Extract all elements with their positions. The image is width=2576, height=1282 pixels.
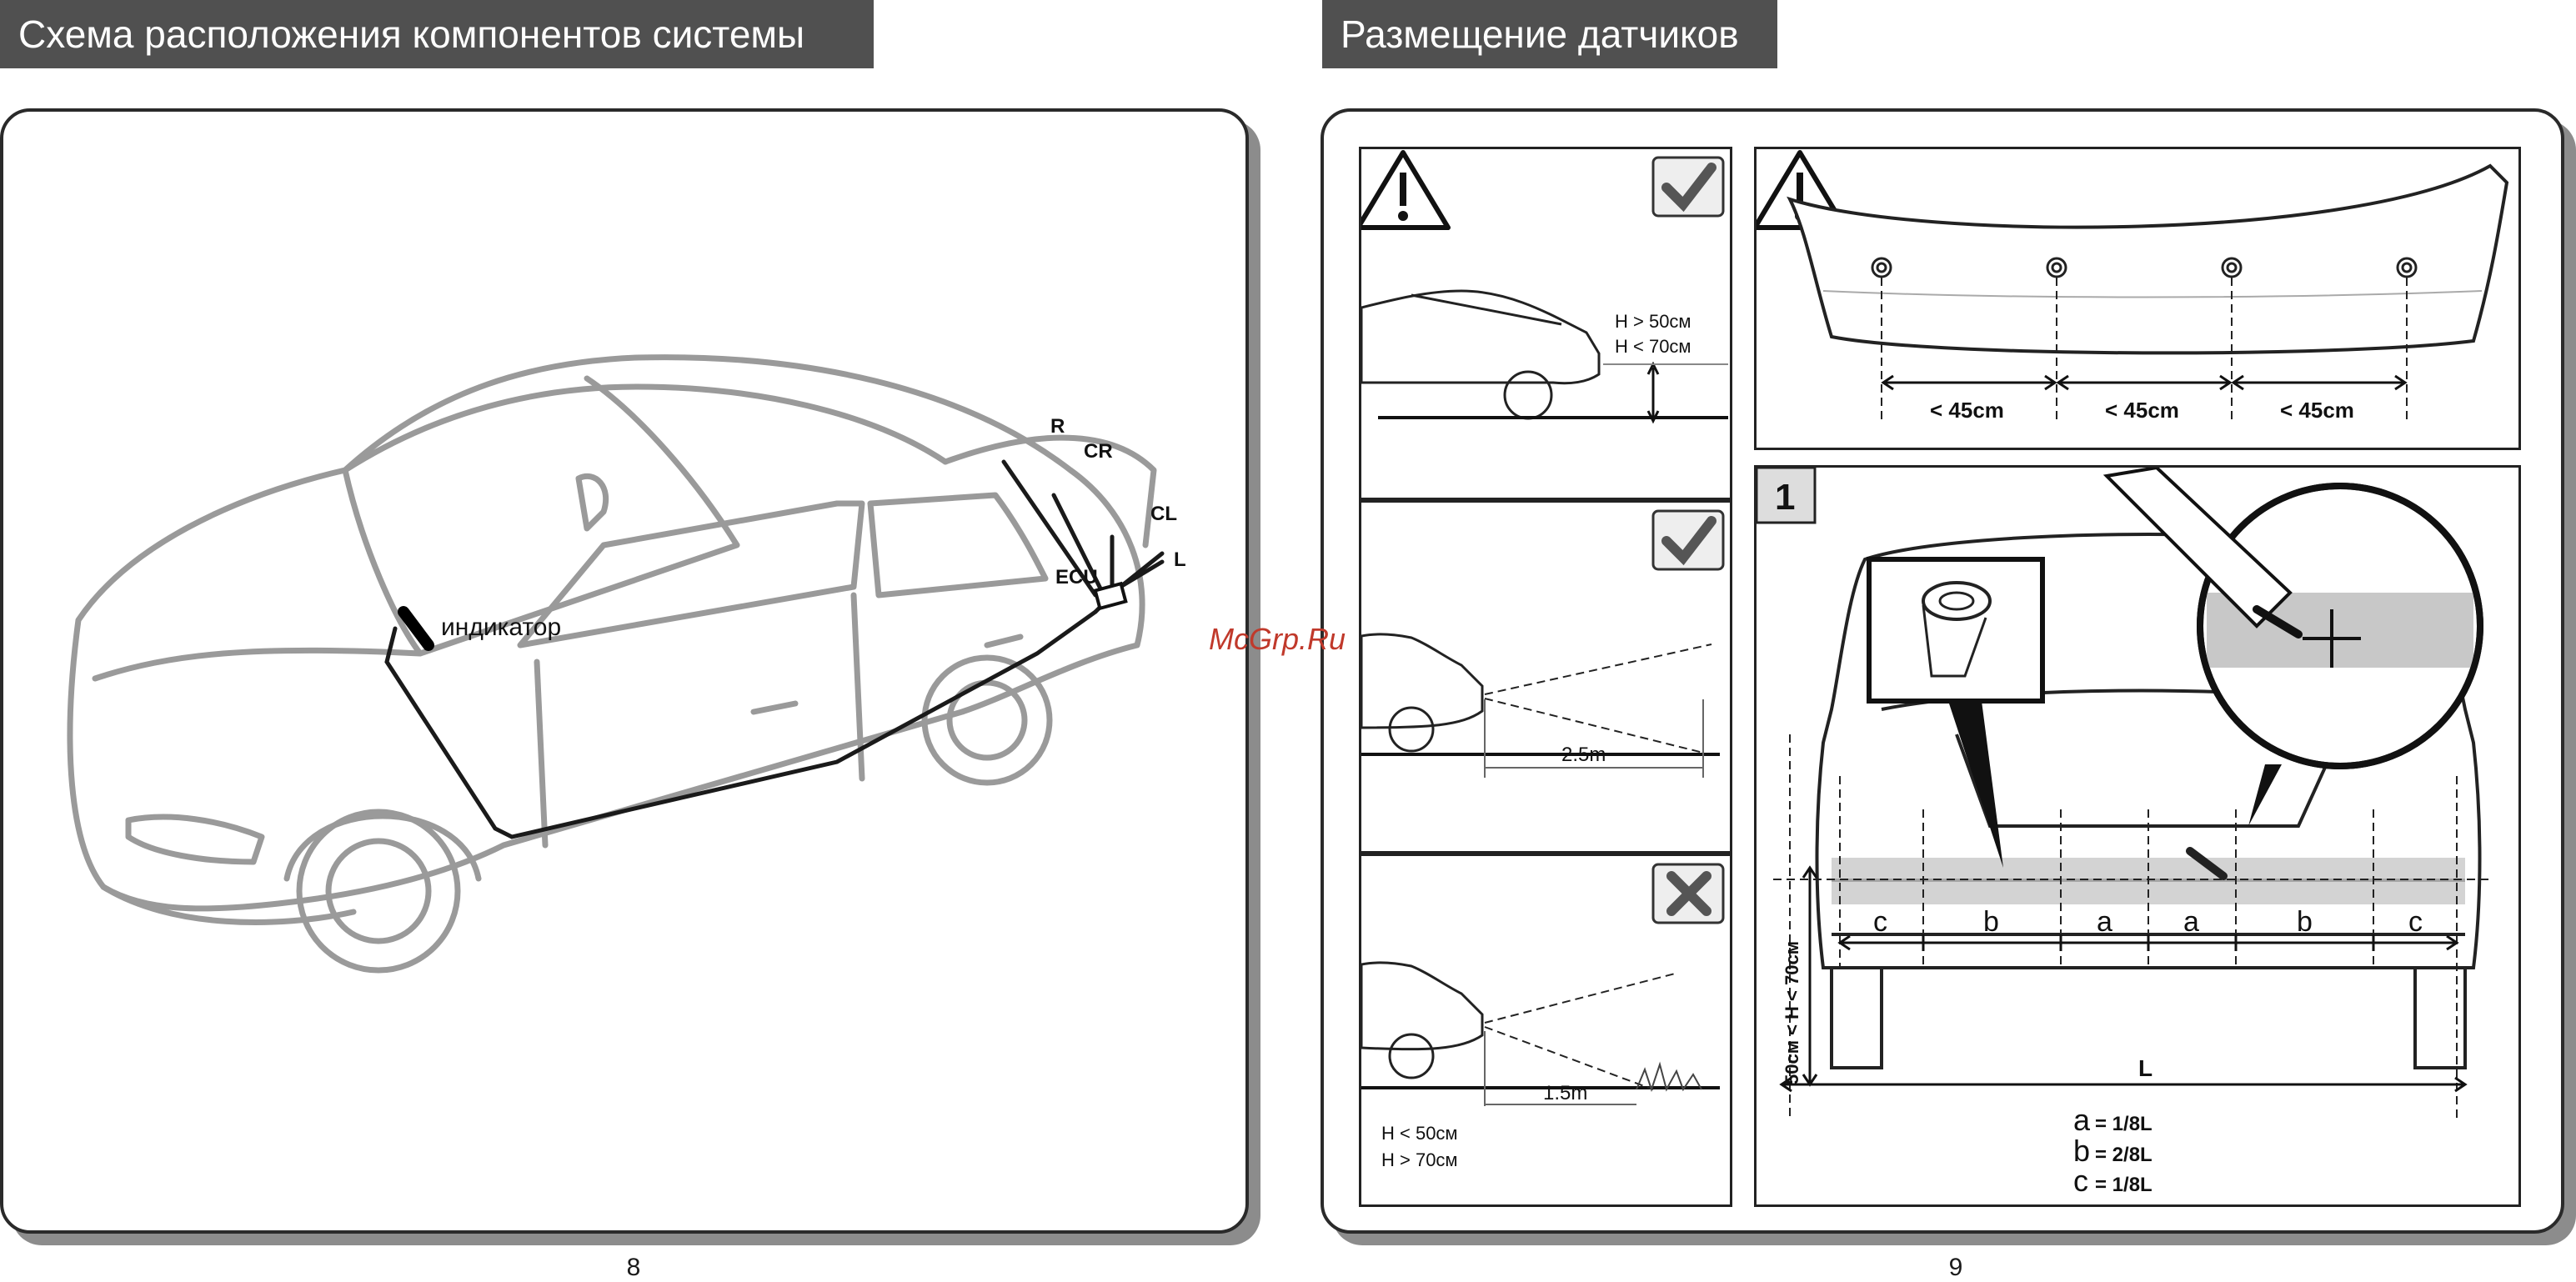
height-ok-line2: H < 70см: [1615, 336, 1691, 357]
left-page-number: 8: [600, 1254, 667, 1282]
legend-c-letter: c: [2073, 1164, 2088, 1198]
legend-a-letter: a: [2073, 1103, 2091, 1137]
spacing-label-1: < 45cm: [1930, 398, 2004, 423]
sensor-placement-panel: H > 50см H < 70см 2.5m: [1321, 108, 2564, 1234]
warning-icon: [1359, 153, 1448, 228]
segment-b-left: b: [1983, 906, 1999, 938]
height-correct-box: H > 50см H < 70см: [1359, 147, 1732, 500]
height-range-label: 50см < H < 70см: [1782, 941, 1802, 1084]
watermark: McGrp.Ru: [1209, 622, 1346, 657]
car-wiring-illustration: индикатор ECU R CR CL L: [3, 112, 1245, 1230]
bumper-spacing-box: < 45cm < 45cm < 45cm: [1754, 147, 2521, 450]
check-icon: [1653, 511, 1723, 569]
segment-b-right: b: [2297, 906, 2313, 938]
height-ok-line1: H > 50см: [1615, 311, 1691, 332]
sensor-r-label: R: [1050, 415, 1065, 438]
legend-b-letter: b: [2073, 1134, 2090, 1168]
component-layout-panel: индикатор ECU R CR CL L: [0, 108, 1249, 1234]
sensor-l-label: L: [1174, 548, 1186, 571]
left-page-header: Схема расположения компонентов системы: [0, 0, 874, 68]
height-bad-line2: H > 70см: [1381, 1149, 1458, 1170]
indicator-label: индикатор: [441, 613, 561, 641]
distance-bad-label: 1.5m: [1543, 1082, 1587, 1104]
ecu-label: ECU: [1055, 566, 1098, 588]
legend-c-value: = 1/8L: [2095, 1174, 2153, 1196]
detection-incorrect-box: 1.5m H < 50см H > 70см: [1359, 854, 1732, 1207]
sensor-cr-label: CR: [1084, 440, 1113, 463]
segment-c-right: c: [2408, 906, 2423, 938]
step1-rear-view-box: 1: [1754, 465, 2521, 1207]
height-bad-line1: H < 50см: [1381, 1123, 1458, 1144]
legend-a-value: = 1/8L: [2095, 1113, 2153, 1135]
segment-c-left: c: [1873, 906, 1887, 938]
sensor-cl-label: CL: [1150, 503, 1177, 525]
detection-correct-box: 2.5m: [1359, 500, 1732, 854]
cross-icon: [1653, 864, 1723, 923]
distance-ok-label: 2.5m: [1561, 744, 1606, 766]
total-length-label: L: [2138, 1055, 2153, 1081]
step-number: 1: [1775, 477, 1795, 518]
segment-a-left: a: [2097, 906, 2112, 938]
right-page-header: Размещение датчиков: [1322, 0, 1777, 68]
step-number-badge: 1: [1757, 468, 1815, 523]
legend-b-value: = 2/8L: [2095, 1144, 2153, 1166]
spacing-label-3: < 45cm: [2280, 398, 2354, 423]
check-icon: [1653, 158, 1723, 216]
segment-a-right: a: [2183, 906, 2199, 938]
right-page-number: 9: [1922, 1254, 1989, 1282]
spacing-label-2: < 45cm: [2105, 398, 2179, 423]
